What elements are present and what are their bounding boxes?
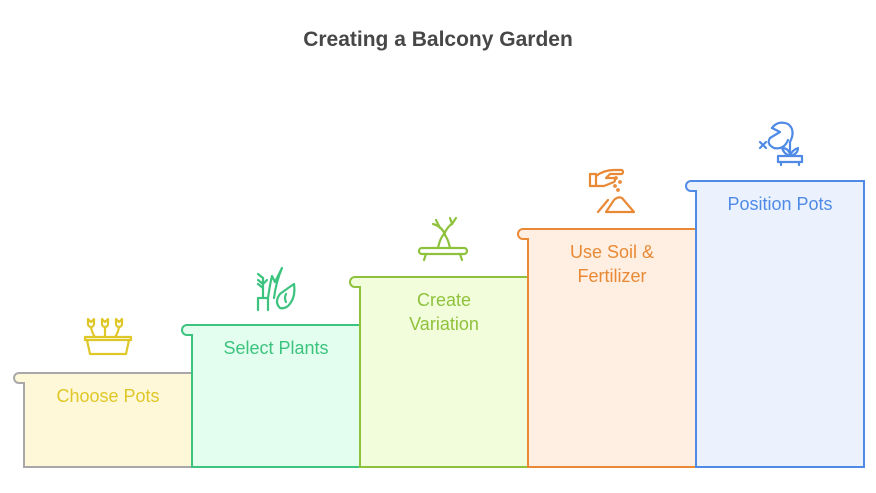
arranged-plant-icon [758,121,804,167]
bonsai-icon [418,216,468,262]
step-block-choose-pots [13,372,193,468]
step-label-position-pots: Position Pots [727,194,833,214]
step-block-position-pots [685,180,865,468]
step-label-soil-fertilizer: Use Soil & Fertilizer [569,242,655,286]
step-block-select-plants [181,324,361,468]
sprinkle-soil-icon [588,168,636,214]
step-label-select-plants: Select Plants [223,338,329,358]
flower-pot-icon [83,317,133,356]
plants-icon [256,266,296,312]
step-block-create-variation [349,276,529,468]
step-label-choose-pots: Choose Pots [56,386,160,406]
step-block-soil-fertilizer [517,228,697,468]
diagram-title: Creating a Balcony Garden [303,28,573,51]
step-label-create-variation: Create Variation [409,290,479,334]
